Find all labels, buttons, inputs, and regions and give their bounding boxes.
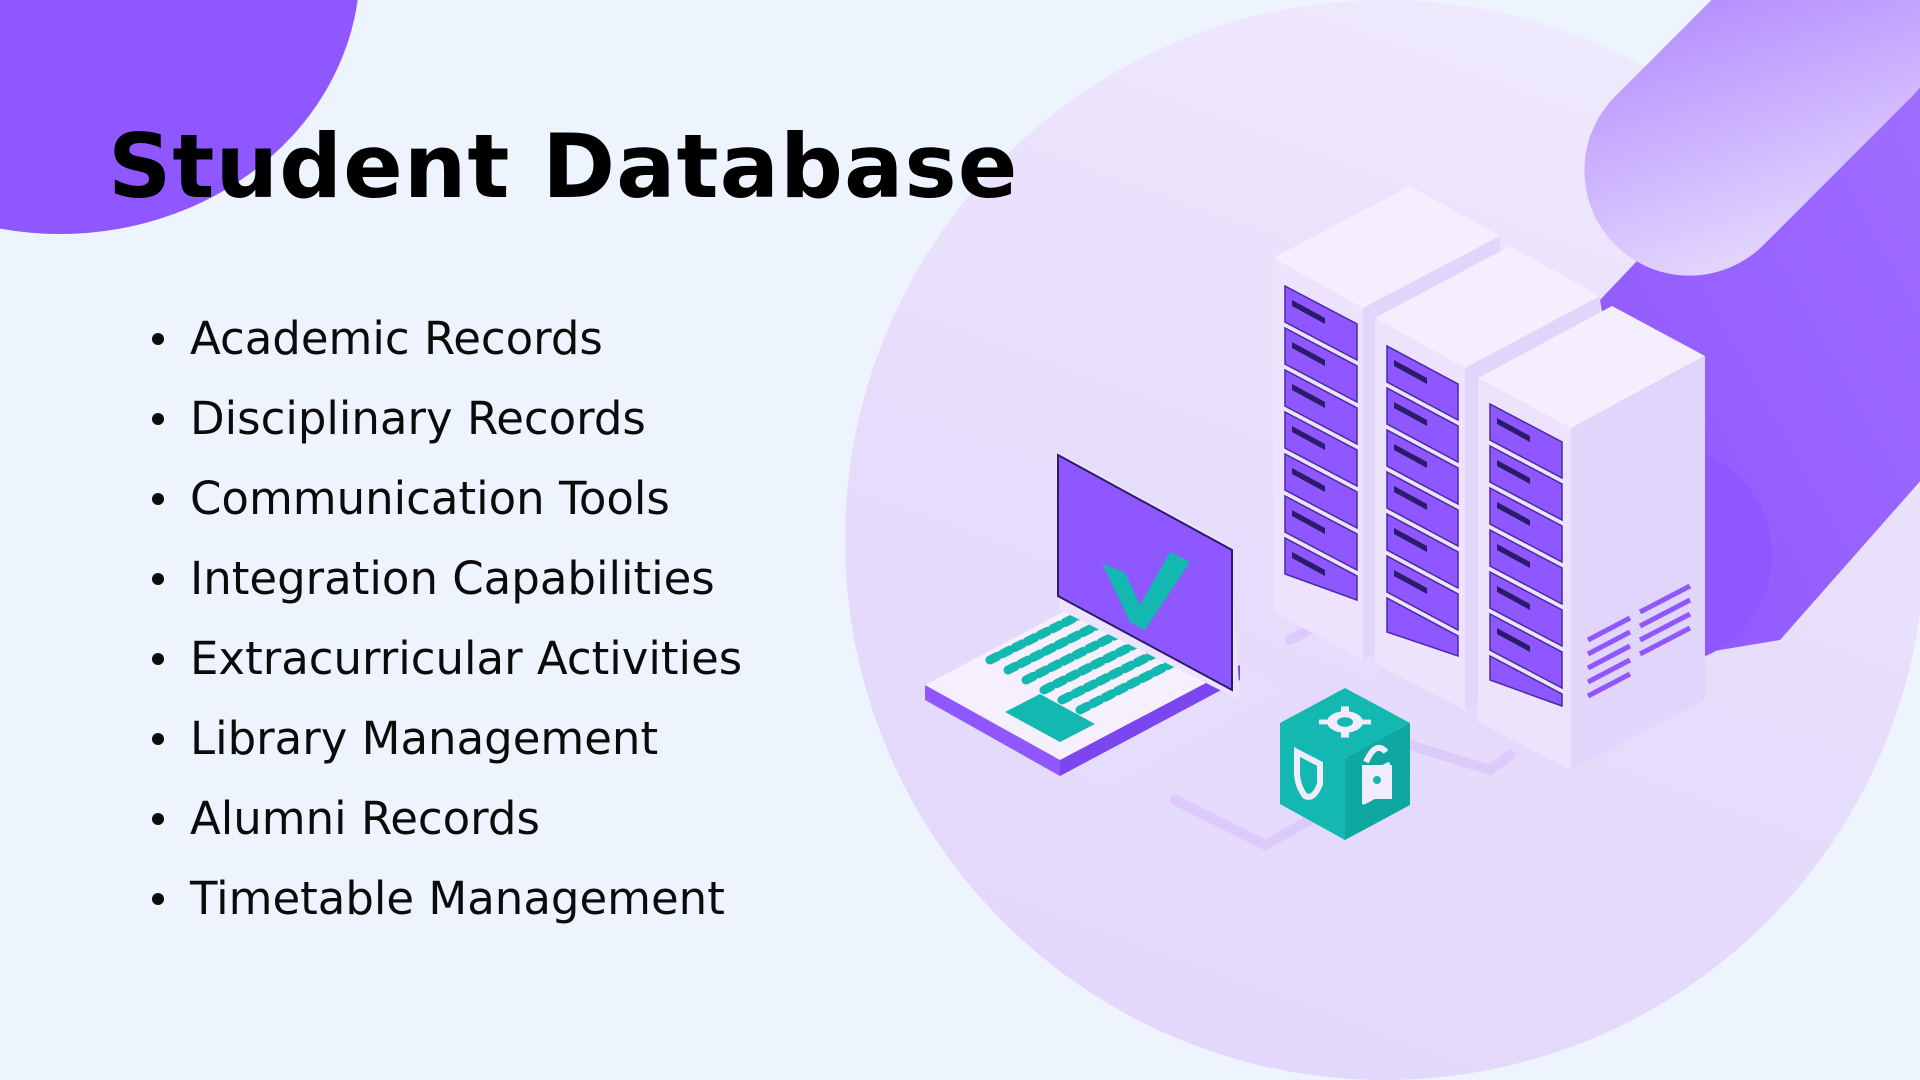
list-item-label: Extracurricular Activities	[190, 632, 743, 685]
list-item-label: Alumni Records	[190, 792, 540, 845]
bullet-icon	[152, 813, 164, 825]
list-item-label: Timetable Management	[190, 872, 725, 925]
list-item: Timetable Management	[148, 868, 742, 948]
bullet-icon	[152, 333, 164, 345]
list-item: Communication Tools	[148, 468, 742, 548]
list-item: Disciplinary Records	[148, 388, 742, 468]
list-item-label: Library Management	[190, 712, 659, 765]
server-rack-icon	[1478, 306, 1705, 770]
trackpad	[1005, 694, 1095, 742]
gear-icon	[1319, 706, 1371, 738]
bullet-icon	[152, 653, 164, 665]
bullet-icon	[152, 493, 164, 505]
list-item-label: Disciplinary Records	[190, 392, 646, 445]
laptop-icon	[925, 450, 1240, 776]
checkmark-icon	[1102, 552, 1190, 630]
list-item-label: Communication Tools	[190, 472, 670, 525]
lock-icon	[1362, 744, 1392, 805]
bullet-icon	[152, 893, 164, 905]
list-item: Extracurricular Activities	[148, 628, 742, 708]
list-item-label: Academic Records	[190, 312, 603, 365]
list-item: Alumni Records	[148, 788, 742, 868]
bullet-icon	[152, 733, 164, 745]
list-item-label: Integration Capabilities	[190, 552, 715, 605]
slide-title: Student Database	[108, 115, 1019, 218]
list-item: Integration Capabilities	[148, 548, 742, 628]
feature-list: Academic Records Disciplinary Records Co…	[148, 308, 742, 948]
bullet-icon	[152, 573, 164, 585]
shield-icon	[1293, 747, 1323, 800]
list-item: Library Management	[148, 708, 742, 788]
bullet-icon	[152, 413, 164, 425]
list-item: Academic Records	[148, 308, 742, 388]
security-cube-icon	[1275, 678, 1415, 840]
database-illustration	[925, 186, 1705, 851]
